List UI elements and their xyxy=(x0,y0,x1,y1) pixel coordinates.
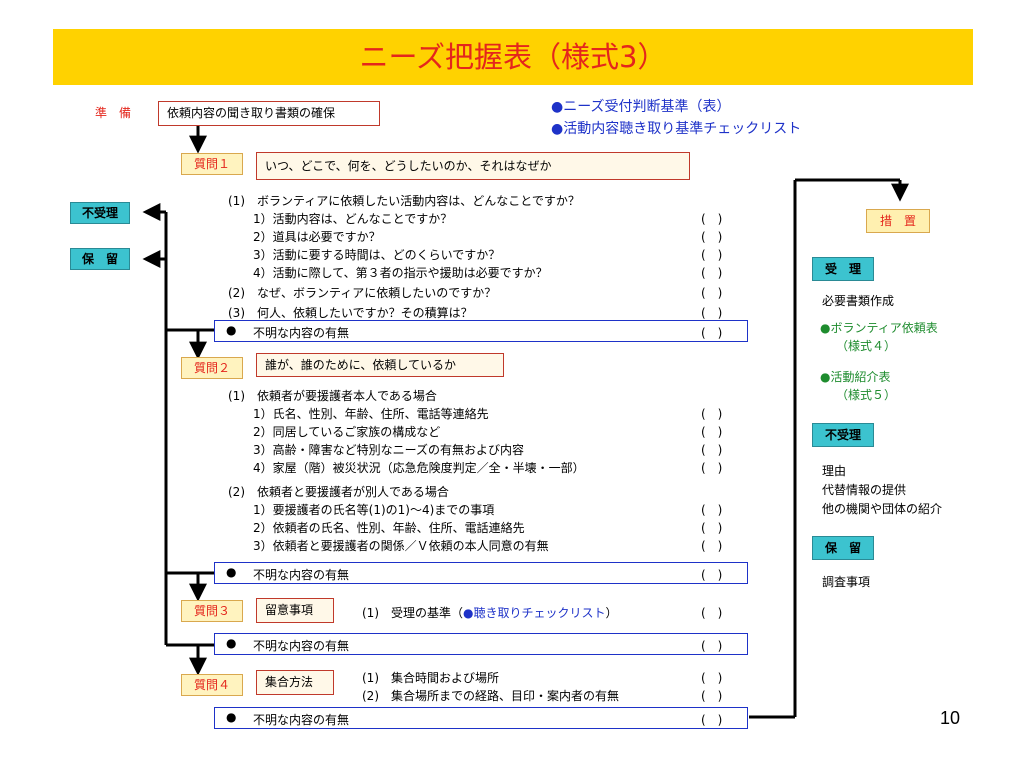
q3-unclear-check[interactable]: ( ) xyxy=(701,639,723,653)
q2-unclear-check[interactable]: ( ) xyxy=(701,568,723,582)
q3-unclear-row xyxy=(214,633,748,655)
q1-check-3[interactable]: ( ) xyxy=(701,248,723,262)
q1-line-3: 2）道具は必要ですか？ xyxy=(253,230,381,244)
q2-line-7: 1）要援護者の氏名等(1)の1)～4)までの事項 xyxy=(253,503,495,517)
q2-label: 質問２ xyxy=(181,357,243,379)
q1-check-6[interactable]: ( ) xyxy=(701,306,723,320)
q1-check-4[interactable]: ( ) xyxy=(701,266,723,280)
q3-line: (1) 受理の基準（●聴き取りチェックリスト） xyxy=(362,604,618,621)
q2-check-7[interactable]: ( ) xyxy=(701,539,723,553)
reject-item-1: 理由 xyxy=(822,464,847,478)
q2-line-2: 1）氏名、性別、年齢、住所、電話等連絡先 xyxy=(253,407,489,421)
ref-needs-criteria[interactable]: ●ニーズ受付判断基準（表） xyxy=(551,99,731,115)
q2-check-6[interactable]: ( ) xyxy=(701,521,723,535)
hold-item-1: 調査事項 xyxy=(822,575,871,589)
prep-label: 準 備 xyxy=(95,106,132,120)
q2-line-6: (2) 依頼者と要援護者が別人である場合 xyxy=(228,485,449,499)
q4-check-1[interactable]: ( ) xyxy=(701,671,723,685)
q2-check-2[interactable]: ( ) xyxy=(701,425,723,439)
q2-line-9: 3）依頼者と要援護者の関係／Ｖ依頼の本人同意の有無 xyxy=(253,539,549,553)
title-bar xyxy=(53,29,973,85)
q1-unclear-label: 不明な内容の有無 xyxy=(253,326,350,340)
q2-check-1[interactable]: ( ) xyxy=(701,407,723,421)
q3-box: 留意事項 xyxy=(256,598,334,623)
accept-item: 必要書類作成 xyxy=(822,294,895,308)
q3-checklist-link[interactable]: ●聴き取りチェックリスト xyxy=(463,606,606,620)
accept-form-1: ●ボランティア依頼表 xyxy=(820,321,938,335)
measures-label: 措 置 xyxy=(866,209,930,233)
accept-badge: 受 理 xyxy=(812,257,874,281)
q2-unclear-row xyxy=(214,562,748,584)
hold-badge-left: 保 留 xyxy=(70,248,130,270)
q2-check-4[interactable]: ( ) xyxy=(701,461,723,475)
q2-line-4: 3）高齢・障害など特別なニーズの有無および内容 xyxy=(253,443,525,457)
q4-line-1: (1) 集合時間および場所 xyxy=(362,671,499,685)
q1-line-1: (1) ボランティアに依頼したい活動内容は、どんなことですか？ xyxy=(228,194,580,208)
accept-form-2: ●活動紹介表 xyxy=(820,370,891,384)
q1-check-2[interactable]: ( ) xyxy=(701,230,723,244)
q1-line-7: (3) 何人、依頼したいですか？その積算は？ xyxy=(228,306,473,320)
q4-line-2: (2) 集合場所までの経路、目印・案内者の有無 xyxy=(362,689,619,703)
q4-box: 集合方法 xyxy=(256,670,334,695)
reject-badge-right: 不受理 xyxy=(812,423,874,447)
q1-check-5[interactable]: ( ) xyxy=(701,286,723,300)
q4-unclear-row xyxy=(214,707,748,729)
q2-check-5[interactable]: ( ) xyxy=(701,503,723,517)
q1-line-4: 3）活動に要する時間は、どのくらいですか？ xyxy=(253,248,501,262)
q2-line-3: 2）同居しているご家族の構成など xyxy=(253,425,441,439)
q2-unclear-bullet: ● xyxy=(226,565,237,579)
q1-label: 質問１ xyxy=(181,153,243,175)
reject-item-2: 代替情報の提供 xyxy=(822,483,907,497)
q3-unclear-label: 不明な内容の有無 xyxy=(253,639,350,653)
q2-line-5: 4）家屋（階）被災状況（応急危険度判定／全・半壊・一部） xyxy=(253,461,585,475)
reject-item-3: 他の機関や団体の紹介 xyxy=(822,502,943,516)
ref-checklist[interactable]: ●活動内容聴き取り基準チェックリスト xyxy=(551,121,802,137)
q2-unclear-label: 不明な内容の有無 xyxy=(253,568,350,582)
q3-line-prefix: (1) 受理の基準（ xyxy=(362,606,463,620)
q1-line-6: (2) なぜ、ボランティアに依頼したいのですか？ xyxy=(228,286,497,300)
q3-line-suffix: ） xyxy=(605,606,618,620)
q1-check-1[interactable]: ( ) xyxy=(701,212,723,226)
page-title: ニーズ把握表（様式3） xyxy=(359,40,667,74)
accept-form-2-number: （様式５） xyxy=(836,388,897,402)
q4-unclear-label: 不明な内容の有無 xyxy=(253,713,350,727)
q1-box: いつ、どこで、何を、どうしたいのか、それはなぜか xyxy=(256,152,690,180)
q1-unclear-check[interactable]: ( ) xyxy=(701,326,723,340)
q2-box: 誰が、誰のために、依頼しているか xyxy=(256,353,504,377)
reject-badge-left: 不受理 xyxy=(70,202,130,224)
accept-form-1-number: （様式４） xyxy=(836,339,897,353)
q1-unclear-row xyxy=(214,320,748,342)
q3-check-1[interactable]: ( ) xyxy=(701,606,723,620)
q2-line-1: (1) 依頼者が要援護者本人である場合 xyxy=(228,389,437,403)
q4-unclear-bullet: ● xyxy=(226,710,237,724)
q4-label: 質問４ xyxy=(181,674,243,696)
q3-unclear-bullet: ● xyxy=(226,636,237,650)
q2-line-8: 2）依頼者の氏名、性別、年齢、住所、電話連絡先 xyxy=(253,521,525,535)
page-number: 10 xyxy=(940,708,961,728)
q4-check-2[interactable]: ( ) xyxy=(701,689,723,703)
prep-box: 依頼内容の聞き取り書類の確保 xyxy=(158,101,380,126)
q2-check-3[interactable]: ( ) xyxy=(701,443,723,457)
q4-unclear-check[interactable]: ( ) xyxy=(701,713,723,727)
q3-label: 質問３ xyxy=(181,600,243,622)
q1-line-2: 1）活動内容は、どんなことですか？ xyxy=(253,212,453,226)
q1-unclear-bullet: ● xyxy=(226,323,237,337)
q1-line-5: 4）活動に際して、第３者の指示や援助は必要ですか？ xyxy=(253,266,548,280)
hold-badge-right: 保 留 xyxy=(812,536,874,560)
